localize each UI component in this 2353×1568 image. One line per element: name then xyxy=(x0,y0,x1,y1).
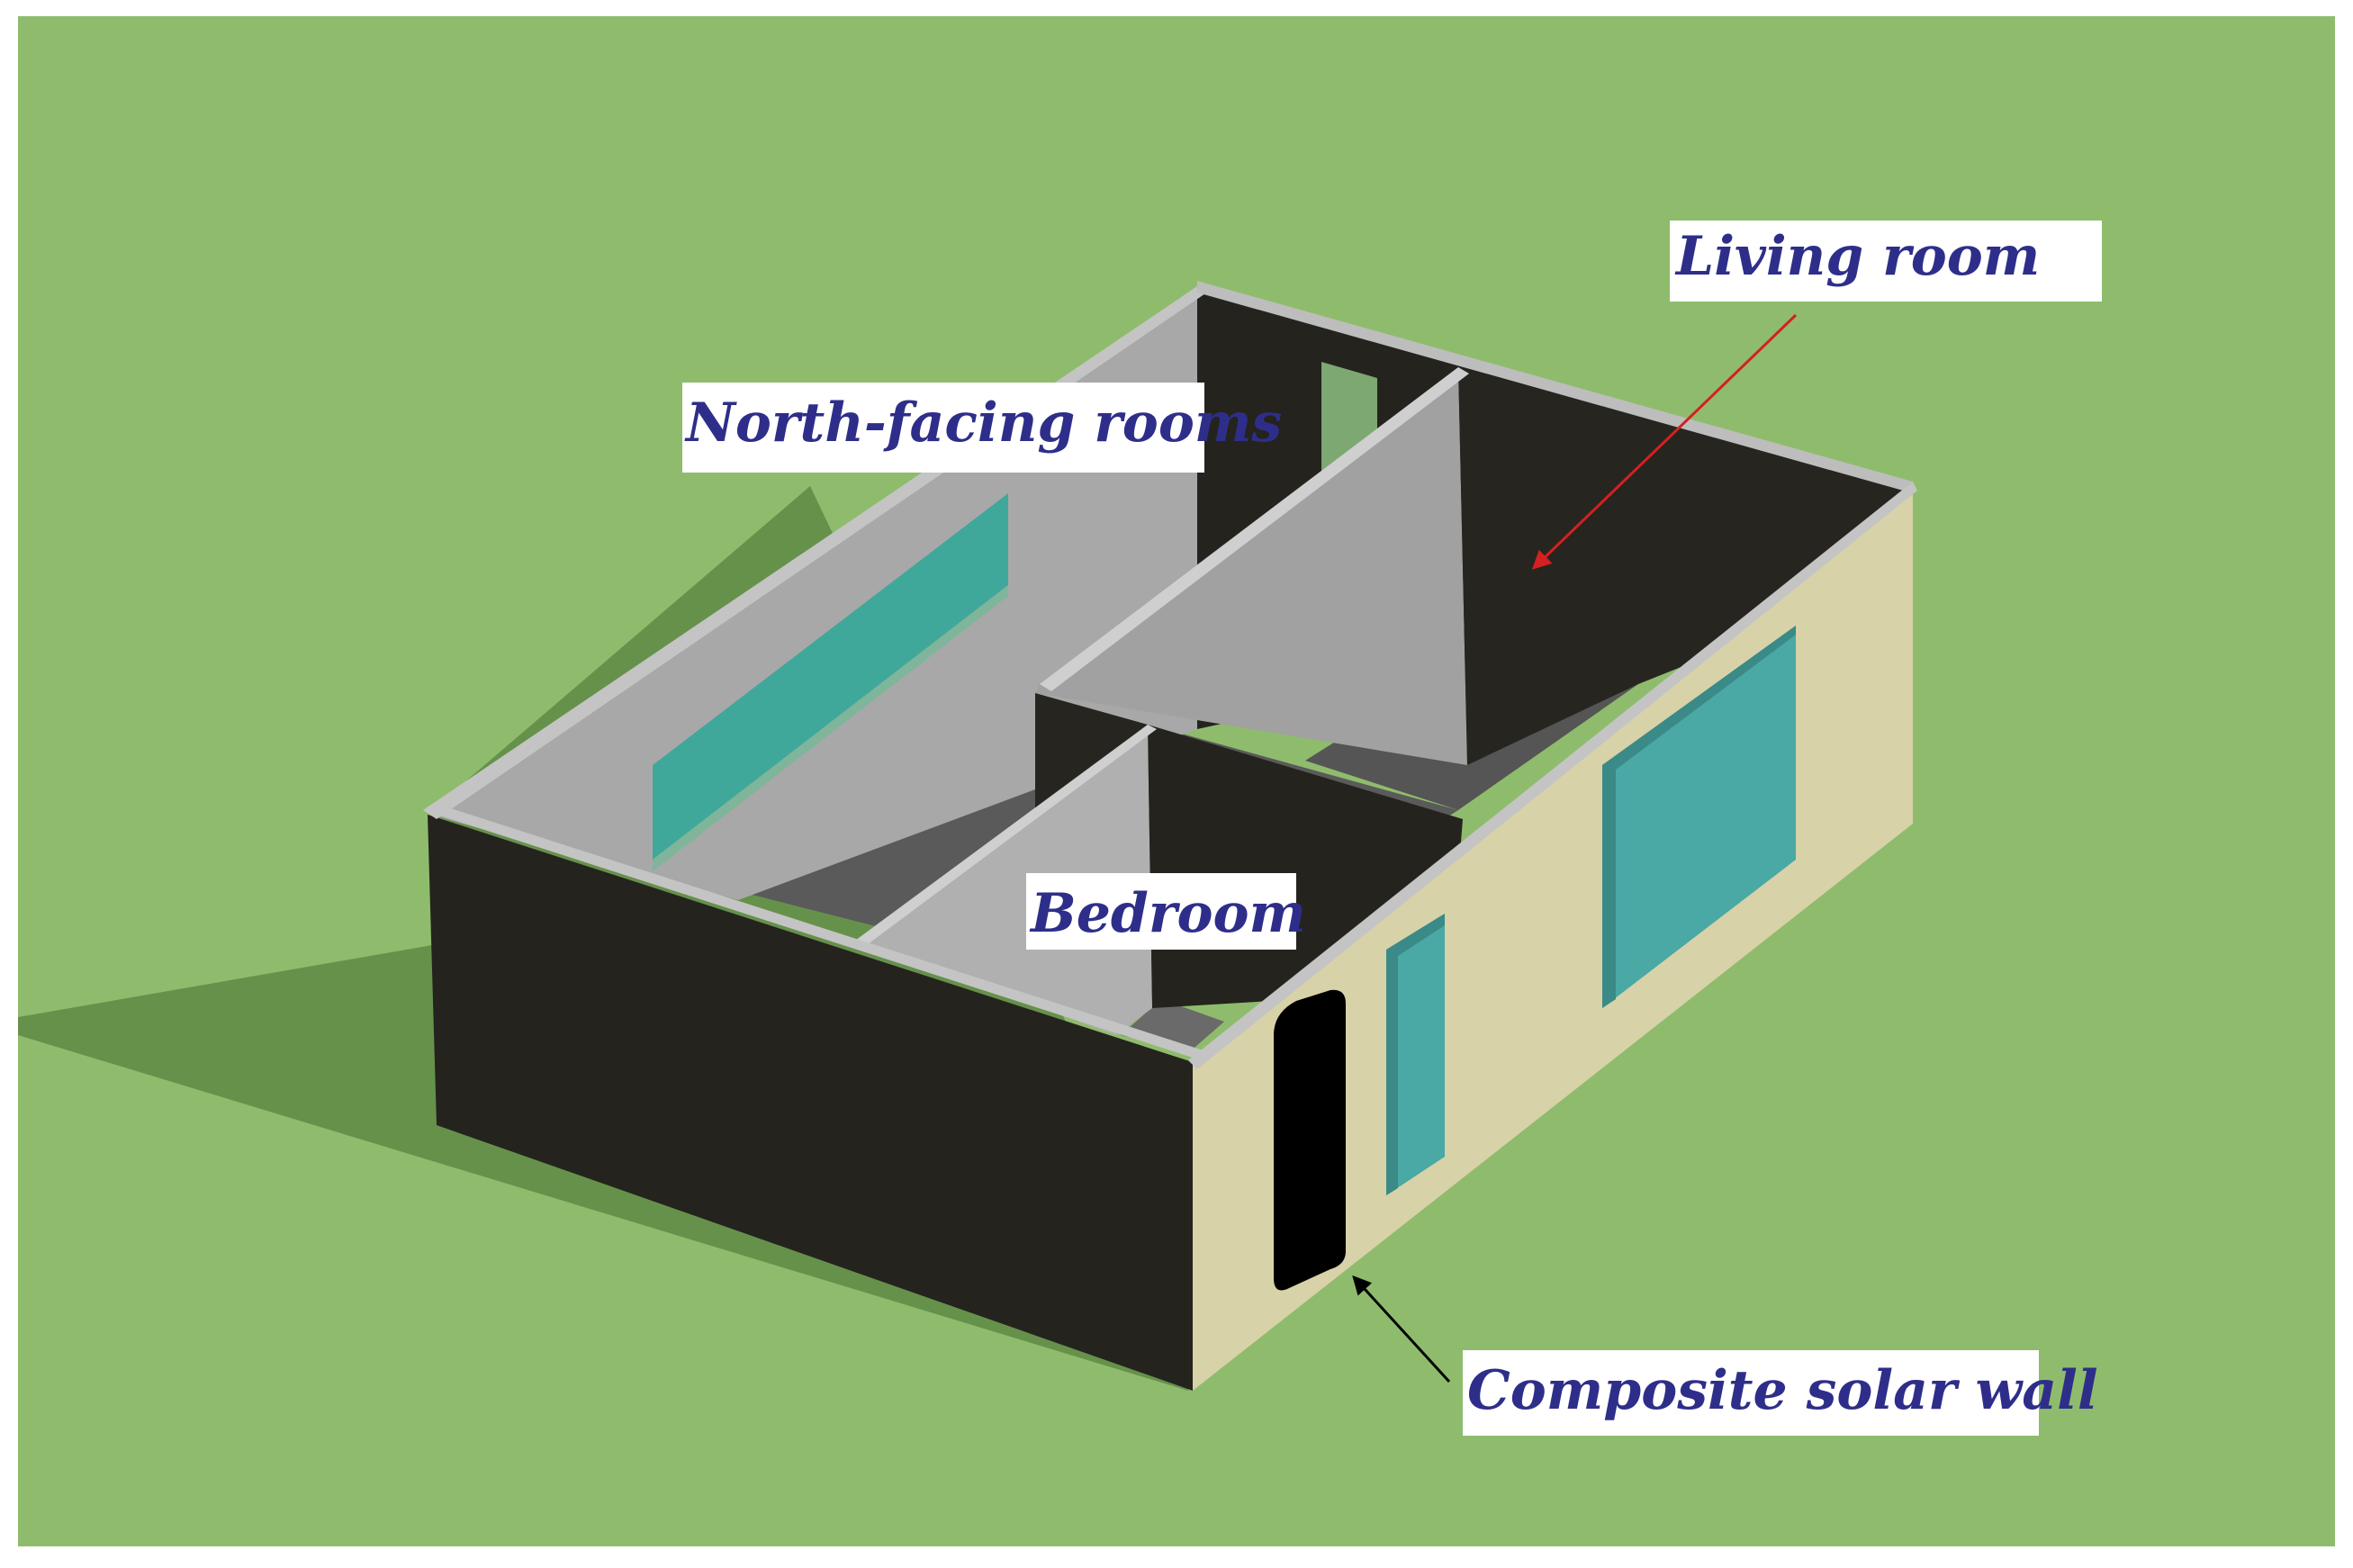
living-room-label-box xyxy=(1670,221,2102,302)
living-room-label: Living room xyxy=(1674,225,2040,288)
central-partition-dark xyxy=(1458,367,1908,765)
bedroom-partition-top xyxy=(855,725,1157,947)
south-window-large-frame xyxy=(1602,626,1796,1008)
west-wall-exterior xyxy=(428,815,1193,1391)
south-window-small-frame xyxy=(1386,914,1445,1195)
living-room-arrow xyxy=(1531,313,1798,570)
north-window xyxy=(653,493,1008,860)
south-window-large xyxy=(1602,626,1796,1008)
composite-solar-wall-panel xyxy=(1274,989,1346,1291)
south-wall-top xyxy=(1188,482,1917,1069)
north-facing-rooms-label-box xyxy=(682,383,1204,473)
composite-solar-wall-label: Composite solar wall xyxy=(1467,1359,2098,1422)
bedroom-callout: Bedroom xyxy=(1026,873,1306,950)
bedroom-partition-light xyxy=(855,725,1152,1035)
bedroom-label-box xyxy=(1026,873,1296,950)
living-room-callout: Living room xyxy=(1531,221,2102,570)
north-facing-rooms-label: North-facing rooms xyxy=(684,392,1282,455)
composite-solar-wall-label-box xyxy=(1463,1350,2039,1436)
north-facing-rooms-callout: North-facing rooms xyxy=(682,383,1282,473)
north-window-sill xyxy=(653,585,1008,871)
partition-top xyxy=(1040,367,1469,691)
north-room-partition-dark xyxy=(1035,693,1148,810)
central-partition xyxy=(1035,367,1467,765)
composite-solar-wall-callout: Composite solar wall xyxy=(1352,1275,2098,1436)
bedroom-label: Bedroom xyxy=(1029,882,1306,945)
composite-solar-wall-arrow xyxy=(1352,1275,1451,1383)
south-window-small xyxy=(1386,914,1445,1195)
east-wall-top xyxy=(1197,281,1913,493)
front-wall-top xyxy=(423,804,1206,1058)
